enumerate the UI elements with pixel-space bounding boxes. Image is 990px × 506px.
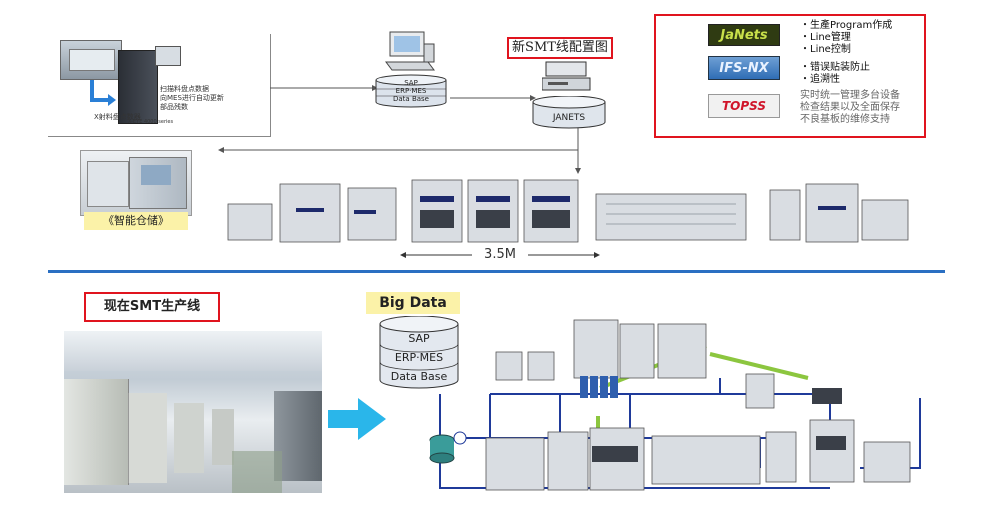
ifs-nx-logo: IFS-NX — [708, 56, 780, 80]
bottom-db-database: Data Base — [390, 370, 448, 383]
xray-pc-image — [155, 46, 181, 66]
top-connectors — [218, 85, 581, 174]
xray-model: X-EYE 4000 series — [128, 119, 174, 125]
length-dimension — [400, 252, 600, 258]
legend-bullet-2: ・Line管理 — [800, 32, 851, 43]
smt-line-top — [226, 170, 916, 250]
legend-bullet-5: ・追溯性 — [800, 74, 840, 85]
process-arrow-icon — [88, 80, 118, 108]
xray-machine-image — [118, 50, 158, 124]
janets-logo: JaNets — [708, 24, 780, 46]
db-top-erp: ERP·MES — [395, 87, 427, 95]
length-label: 3.5M — [484, 247, 516, 262]
janets-disk-label: JANETS — [552, 113, 586, 123]
legend-bullet-4: ・错误贴装防止 — [800, 62, 870, 73]
db-cylinder-top — [372, 74, 450, 108]
network-floor-diagram — [429, 319, 921, 491]
software-legend-box — [654, 14, 926, 138]
bottom-db-sap: SAP — [408, 332, 430, 345]
db-top-sap: SAP — [404, 79, 418, 87]
section-divider — [48, 270, 945, 273]
xray-counter-panel — [48, 34, 271, 137]
transition-arrow-icon — [328, 398, 386, 440]
factory-floor-photo — [64, 331, 322, 493]
big-data-label: Big Data — [366, 292, 460, 314]
current-line-label: 现在SMT生产线 — [84, 292, 220, 322]
topss-line-1: 实时统一管理多台设备 — [800, 90, 900, 101]
xray-note-3: 部品残数 — [160, 103, 188, 111]
topss-line-2: 检查结果以及全面保存 — [800, 102, 900, 113]
big-data-db-icon — [376, 315, 462, 390]
legend-bullet-1: ・生產Program作成 — [800, 20, 893, 31]
topss-logo: TOPSS — [708, 94, 780, 118]
smart-storage-image — [80, 150, 192, 216]
xray-note-1: 扫描料盘点数据 — [160, 85, 209, 93]
bottom-db-erp: ERP·MES — [394, 351, 444, 364]
smart-storage-label: 《智能仓储》 — [84, 212, 188, 230]
db-top-database: Data Base — [393, 95, 429, 103]
legend-bullet-3: ・Line控制 — [800, 44, 851, 55]
janets-server-icon — [541, 60, 598, 96]
xray-note-2: 向MES进行自动更新 — [160, 94, 224, 102]
topss-line-3: 不良基板的维修支持 — [800, 114, 890, 125]
computer-icon — [384, 30, 436, 72]
xray-caption: X射料盘点数器 — [94, 113, 141, 121]
new-smt-line-title: 新SMT线配置图 — [507, 37, 613, 59]
janets-disk — [530, 95, 608, 130]
xray-counter-image — [60, 40, 122, 80]
